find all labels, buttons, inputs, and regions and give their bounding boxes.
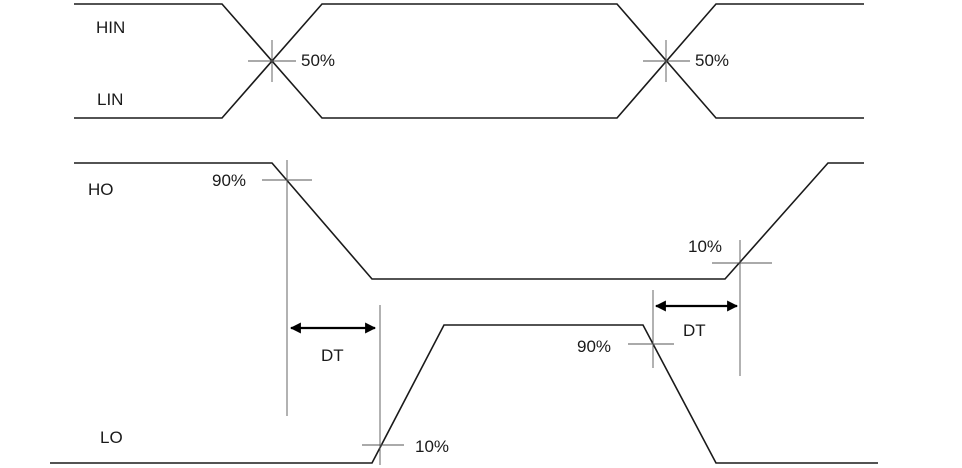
lin-waveform [74, 3, 864, 119]
deadtime-left-label: DT [321, 346, 344, 365]
lin-label: LIN [97, 90, 123, 109]
lo-label: LO [100, 428, 123, 447]
lo-fall-level-label: 90% [577, 337, 611, 356]
lo-waveform [50, 324, 878, 464]
ho-rise-level-label: 10% [688, 237, 722, 256]
ho-fall-level-label: 90% [212, 171, 246, 190]
deadtime-right-label: DT [683, 321, 706, 340]
ho-waveform [74, 162, 864, 280]
crossover-left-label: 50% [301, 51, 335, 70]
crossover-right-label: 50% [695, 51, 729, 70]
ho-label: HO [88, 180, 114, 199]
hin-label: HIN [96, 18, 125, 37]
hin-waveform [74, 3, 864, 119]
lo-rise-level-label: 10% [415, 437, 449, 456]
